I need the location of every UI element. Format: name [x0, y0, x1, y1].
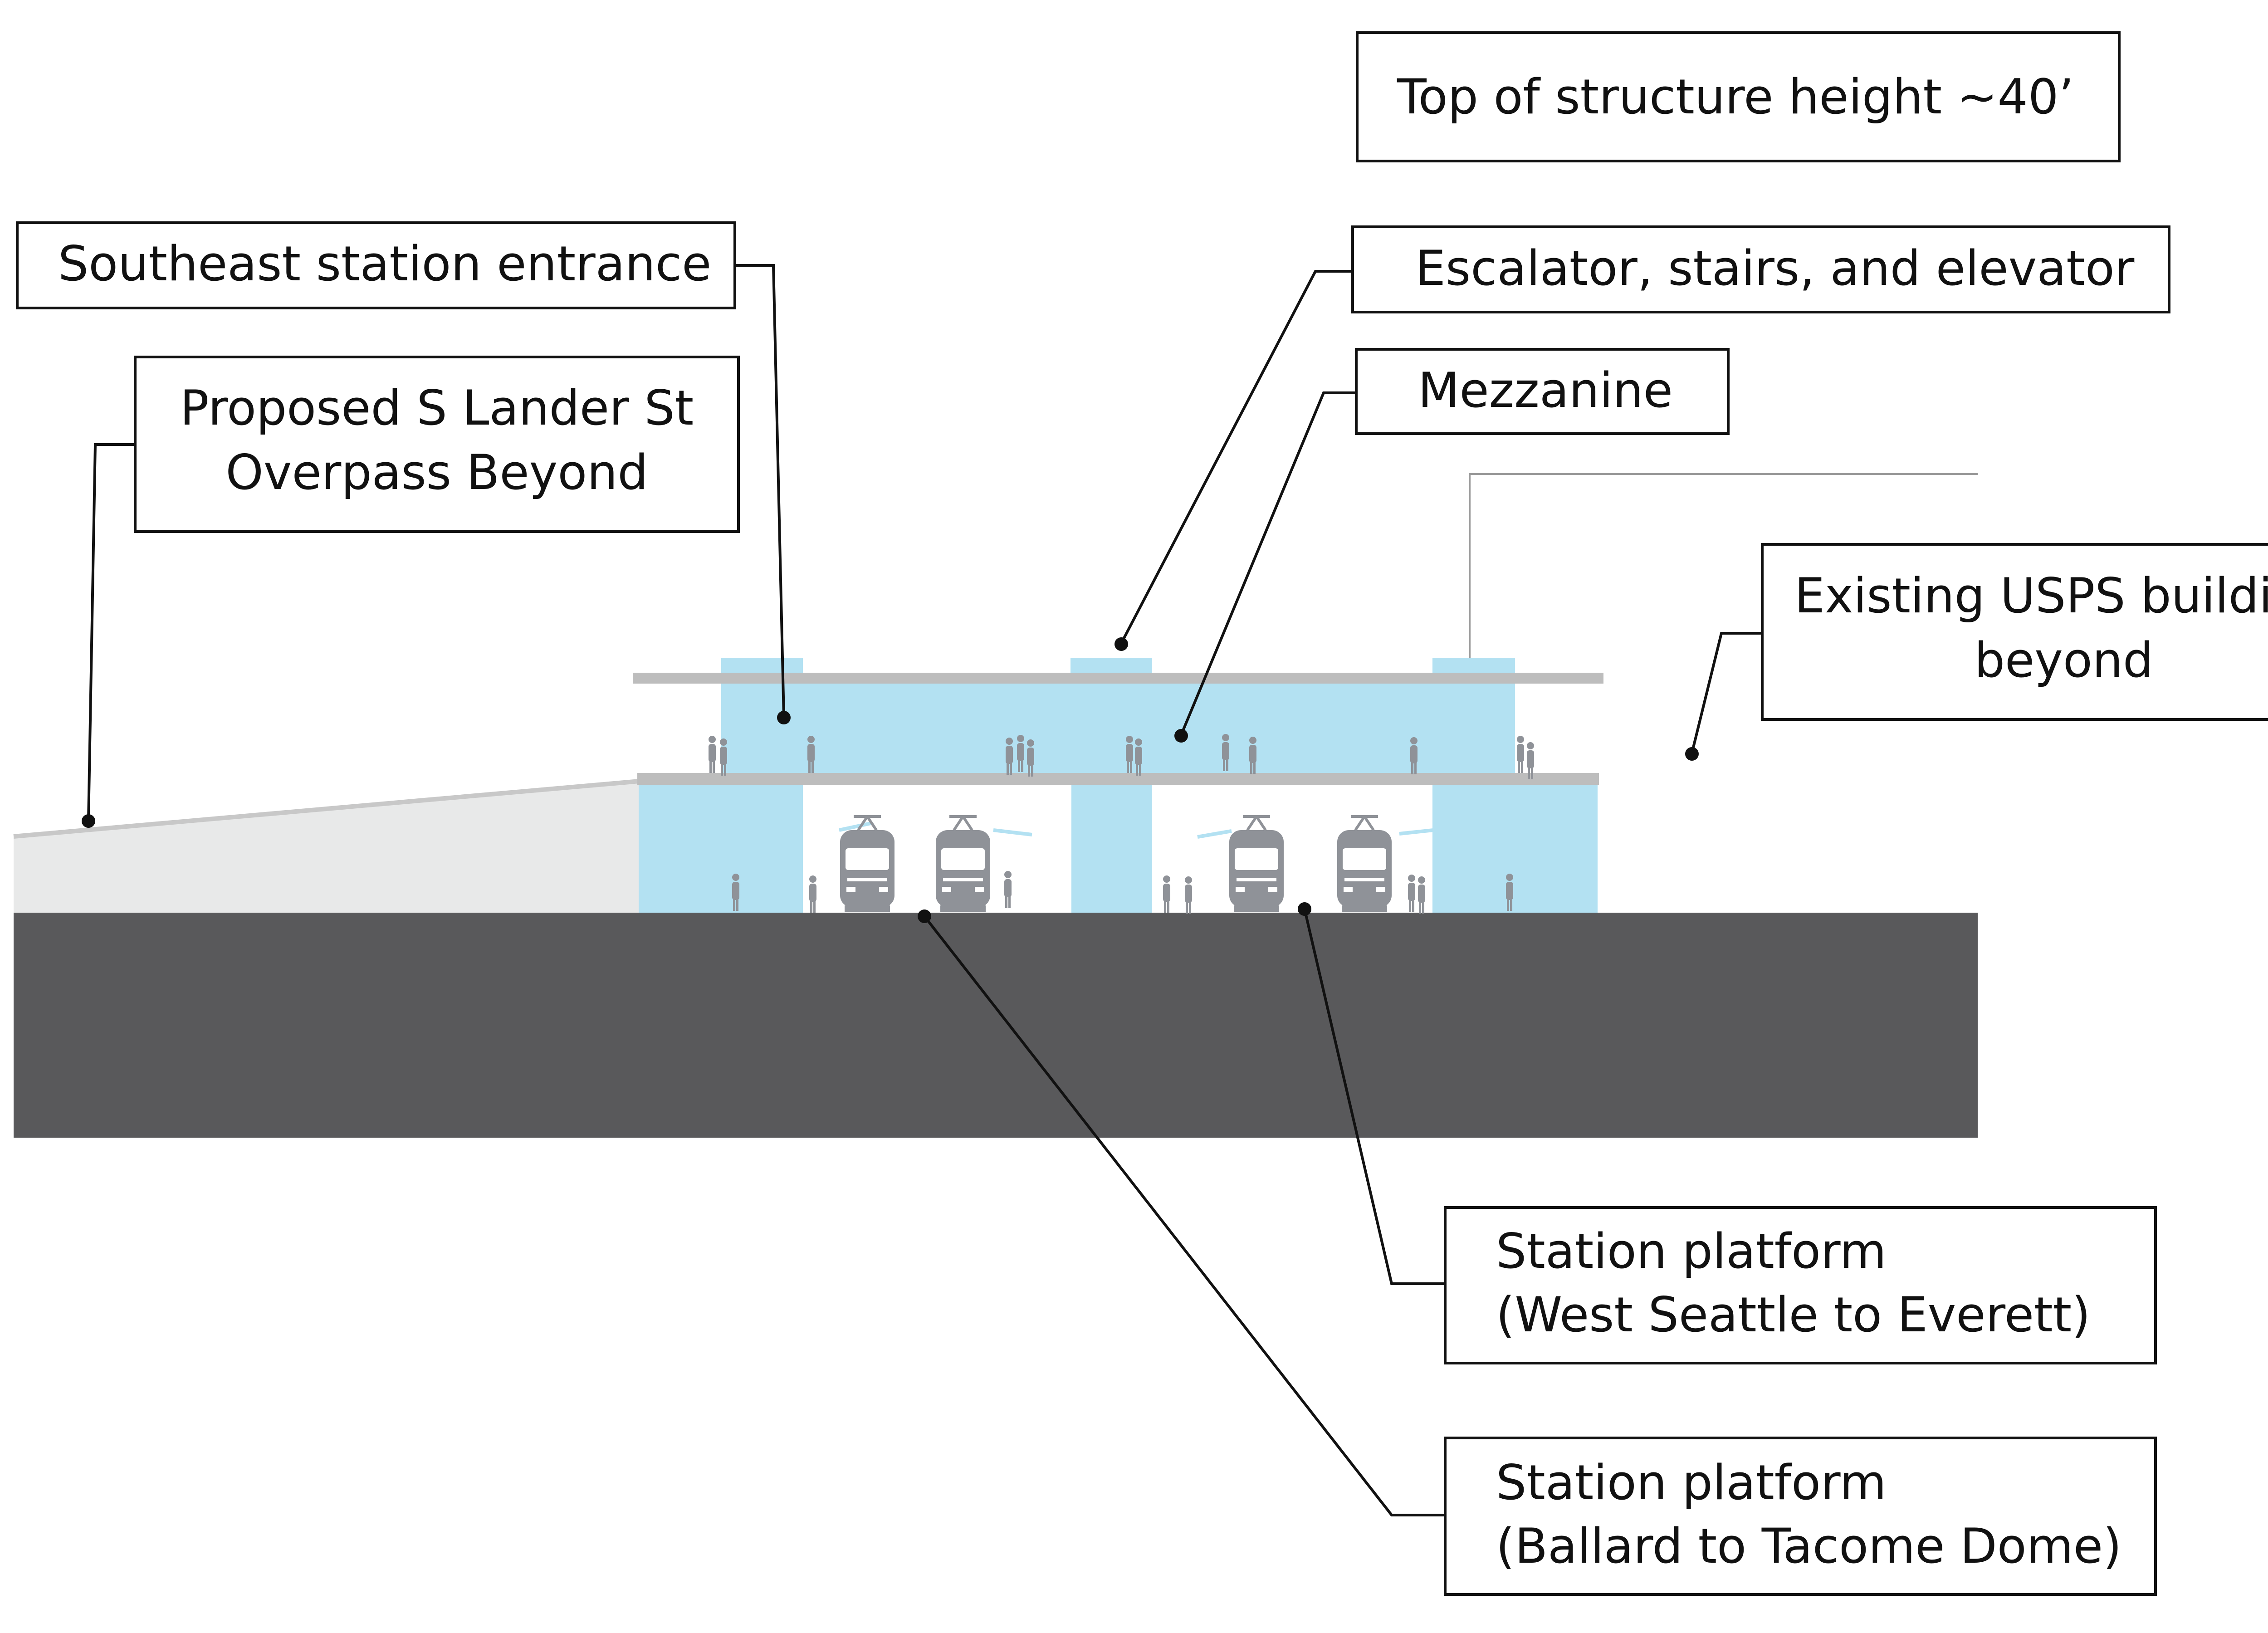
mezzanine-slab	[637, 773, 1599, 785]
label-platform-west-line2: (West Seattle to Everett)	[1496, 1287, 2091, 1343]
train-1	[840, 816, 894, 912]
label-escalator-text: Escalator, stairs, and elevator	[1415, 240, 2135, 296]
usps-building-outline	[1469, 473, 1978, 659]
label-southeast-entrance: Southeast station entrance	[16, 221, 736, 309]
label-top-height-text: Top of structure height ~40’	[1397, 69, 2074, 125]
catenary-wires	[839, 821, 1434, 839]
label-overpass: Proposed S Lander St Overpass Beyond	[134, 356, 740, 533]
leader-southeast-entrance	[735, 264, 785, 717]
overpass-ramp-edge	[13, 779, 640, 839]
label-platform-west: Station platform (West Seattle to Everet…	[1444, 1206, 2157, 1364]
label-platform-west-line1: Station platform	[1496, 1223, 1887, 1279]
leader-mezzanine	[1180, 391, 1356, 736]
label-platform-ballard: Station platform (Ballard to Tacome Dome…	[1444, 1437, 2157, 1596]
leader-platform-ballard	[923, 915, 1445, 1516]
label-overpass-line2: Overpass Beyond	[225, 445, 648, 500]
label-overpass-line1: Proposed S Lander St	[180, 380, 694, 436]
label-usps: Existing USPS building beyond	[1761, 543, 2268, 721]
label-usps-line1: Existing USPS building	[1794, 568, 2268, 624]
label-mezzanine-text: Mezzanine	[1418, 362, 1673, 418]
label-escalator: Escalator, stairs, and elevator	[1351, 225, 2170, 313]
platform-column-right	[1432, 780, 1598, 913]
leader-usps	[1691, 632, 1762, 753]
label-southeast-entrance-text: Southeast station entrance	[58, 236, 711, 292]
platform-column-left	[639, 780, 803, 913]
train-2	[936, 816, 990, 912]
leader-dots	[82, 637, 1699, 923]
label-usps-line2: beyond	[1975, 632, 2154, 688]
train-4	[1337, 816, 1392, 912]
roof-slab	[633, 673, 1603, 684]
label-top-height: Top of structure height ~40’	[1356, 31, 2121, 162]
label-platform-ballard-line1: Station platform	[1496, 1455, 1887, 1511]
label-platform-ballard-line2: (Ballard to Tacome Dome)	[1496, 1518, 2121, 1574]
leader-escalator	[1120, 270, 1353, 644]
station-structure	[639, 658, 1598, 913]
overpass-ramp	[14, 781, 640, 913]
leader-overpass	[87, 443, 135, 821]
leader-platform-west	[1303, 909, 1445, 1285]
train-3	[1229, 816, 1284, 912]
mezzanine-volume	[721, 683, 1515, 776]
platform-column-center	[1071, 780, 1152, 913]
label-mezzanine: Mezzanine	[1355, 348, 1730, 435]
ground-section	[14, 913, 1978, 1138]
